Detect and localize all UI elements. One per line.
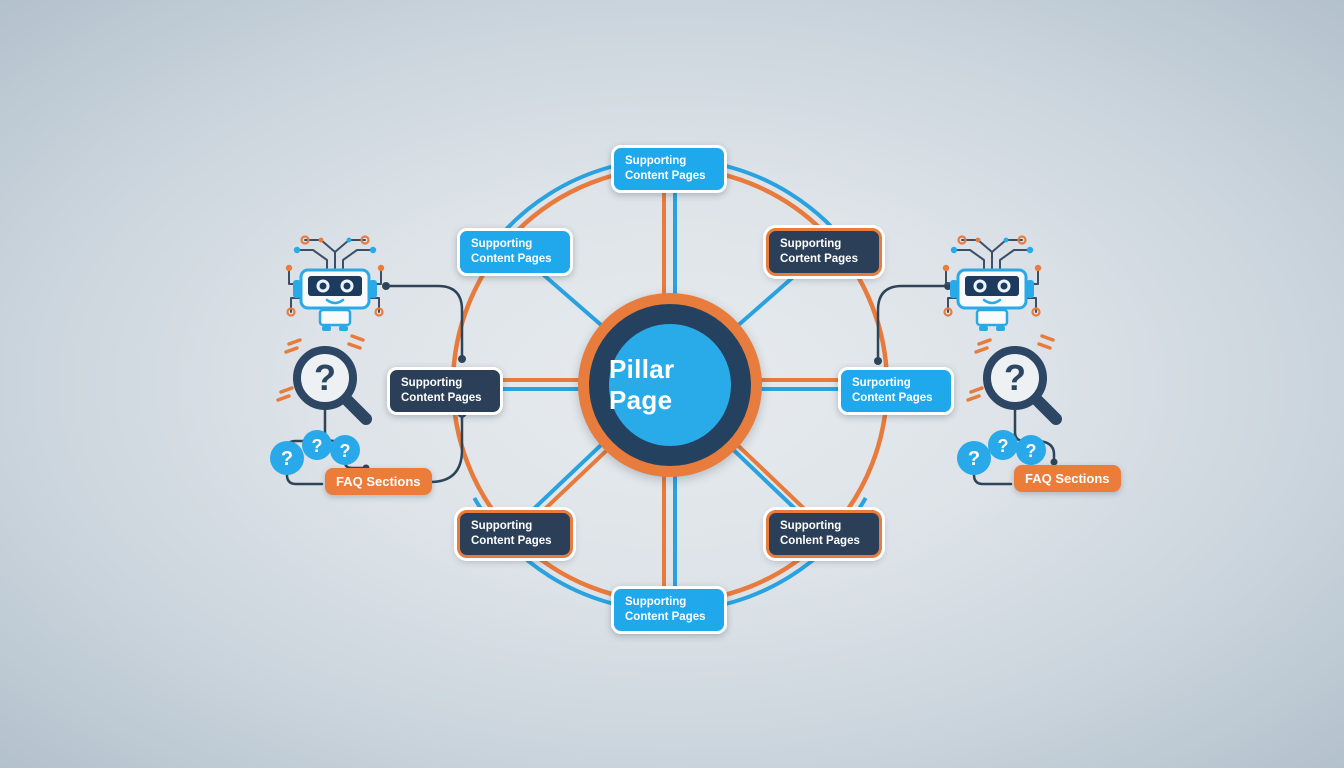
supporting-page-node-bottom: Supporting Content Pages [611,586,727,635]
svg-text:?: ? [340,441,351,461]
question-bubbles-right: ? ? ? [957,430,1046,475]
magnifying-glass-icon [278,336,366,419]
svg-text:?: ? [998,436,1009,456]
pillar-page-node: Pillar Page [578,293,762,477]
faq-sections-box-left: FAQ Sections [325,468,432,495]
supporting-page-label: Surporting Content Pages [852,377,933,405]
faq-label: FAQ Sections [336,474,421,489]
pillar-page-ring: Pillar Page [589,304,751,466]
supporting-page-node-bottom-left: Supporting Content Pages [457,510,573,559]
svg-text:?: ? [312,436,323,456]
question-bubbles-left: ? ? ? [270,430,360,475]
svg-text:?: ? [281,448,293,470]
supporting-page-node-top-left: Supporting Content Pages [457,228,573,277]
faq-sections-box-right: FAQ Sections [1014,465,1121,492]
supporting-page-node-bottom-right: Supporting Conlent Pages [766,510,882,559]
supporting-page-label: Supporting Cortent Pages [780,238,858,266]
robot-icon [941,235,1043,333]
supporting-page-node-left: Supporting Content Pages [387,367,503,416]
svg-text:?: ? [1026,441,1037,461]
supporting-page-label: Supporting Conlent Pages [780,520,860,548]
robot-icon [284,235,386,333]
supporting-page-label: Supporting Content Pages [471,520,552,548]
supporting-page-label: Supporting Content Pages [471,238,552,266]
svg-text:?: ? [968,448,980,470]
pillar-page-label: Pillar Page [609,354,675,415]
supporting-page-label: Supporting Content Pages [625,596,706,624]
supporting-page-node-top: Supporting Content Pages [611,145,727,194]
supporting-page-node-top-right: Supporting Cortent Pages [766,228,882,277]
supporting-page-label: Supporting Content Pages [625,155,706,183]
faq-label: FAQ Sections [1025,471,1110,486]
magnifying-glass-icon [968,336,1056,419]
supporting-page-node-right: Surporting Content Pages [838,367,954,416]
supporting-page-label: Supporting Content Pages [401,377,482,405]
